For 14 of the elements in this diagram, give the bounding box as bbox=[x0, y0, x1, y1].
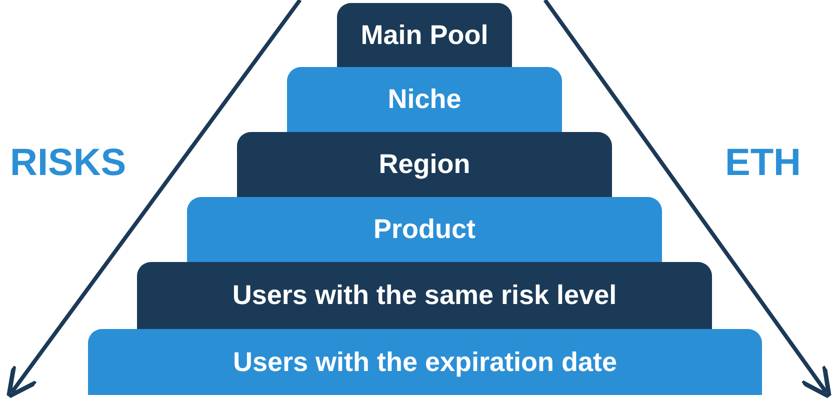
tier-label: Main Pool bbox=[360, 20, 488, 50]
pyramid-tier bbox=[237, 132, 612, 197]
pyramid-tier bbox=[137, 262, 712, 329]
pyramid-tier bbox=[337, 3, 512, 67]
tier-label: Users with the same risk level bbox=[232, 280, 617, 311]
tier-label: Product bbox=[373, 214, 476, 245]
tier-label: Niche bbox=[388, 84, 462, 115]
pyramid-tier bbox=[187, 197, 662, 262]
side-label: ETH bbox=[725, 142, 801, 185]
pyramid-tier bbox=[287, 67, 562, 132]
pyramid-tier bbox=[88, 329, 762, 395]
side-label: RISKS bbox=[10, 142, 126, 185]
tier-label: Users with the expiration date bbox=[232, 346, 618, 378]
tier-label: Region bbox=[378, 149, 470, 180]
